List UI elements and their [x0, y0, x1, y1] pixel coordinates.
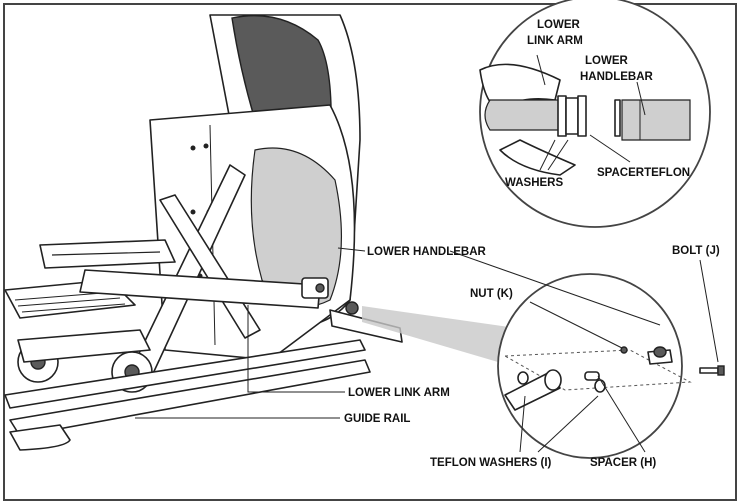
label-inset-lower-handlebar-1: LOWER: [585, 55, 628, 67]
label-inset-washers: WASHERS: [505, 177, 563, 189]
label-guide-rail: GUIDE RAIL: [344, 413, 410, 425]
label-lower-handlebar: LOWER HANDLEBAR: [367, 246, 487, 258]
inset-detail-top: [479, 0, 711, 228]
diagram-frame: [3, 3, 737, 501]
elliptical-machine: [4, 14, 403, 451]
label-nut: NUT (K): [470, 288, 513, 300]
label-spacer: SPACER (H): [590, 457, 656, 469]
label-inset-lower-link-arm-2: LINK ARM: [527, 35, 583, 47]
label-lower-link-arm: LOWER LINK ARM: [348, 387, 450, 399]
detail-circle: [497, 273, 725, 459]
label-inset-lower-link-arm-1: LOWER: [537, 19, 580, 31]
label-teflon-washers: TEFLON WASHERS (I): [430, 457, 552, 469]
label-inset-lower-handlebar-2: HANDLEBAR: [580, 71, 654, 83]
leader-lines: [135, 54, 719, 453]
label-bolt: BOLT (J): [672, 245, 720, 257]
detail-projection: [362, 306, 532, 372]
label-inset-spacer-teflon: SPACERTEFLON: [597, 167, 690, 179]
